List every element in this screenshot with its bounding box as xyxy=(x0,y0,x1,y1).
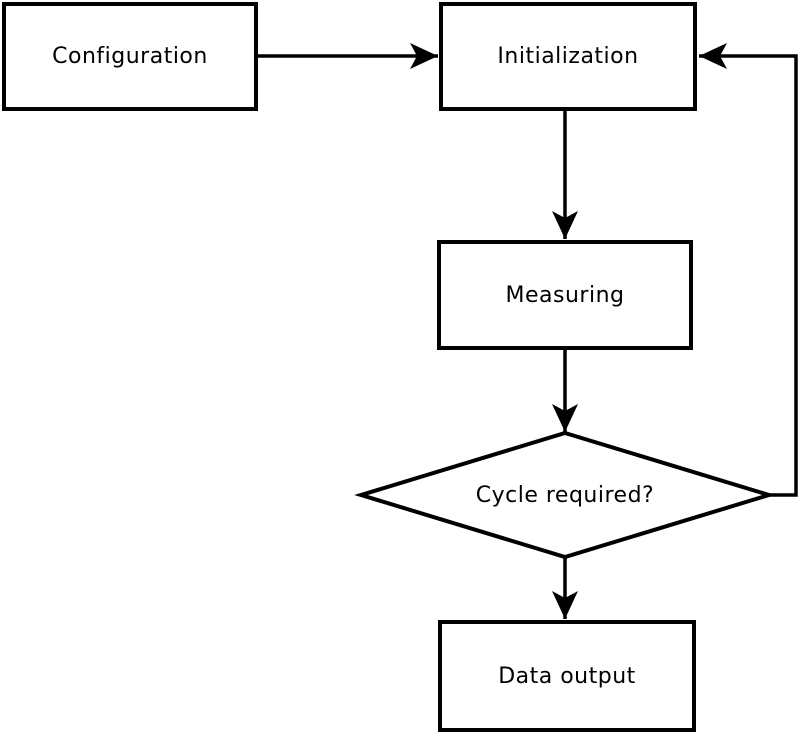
node-configuration: Configuration xyxy=(2,2,258,111)
node-initialization-label: Initialization xyxy=(497,44,639,69)
node-data-output: Data output xyxy=(438,620,696,732)
edge-cycle-required-to-initialization-loop xyxy=(699,43,798,497)
node-configuration-label: Configuration xyxy=(52,44,208,69)
node-initialization: Initialization xyxy=(439,2,697,111)
node-measuring: Measuring xyxy=(437,240,693,350)
node-measuring-label: Measuring xyxy=(505,282,625,308)
node-data-output-label: Data output xyxy=(498,663,636,689)
decision-diamond-shape xyxy=(354,430,776,560)
